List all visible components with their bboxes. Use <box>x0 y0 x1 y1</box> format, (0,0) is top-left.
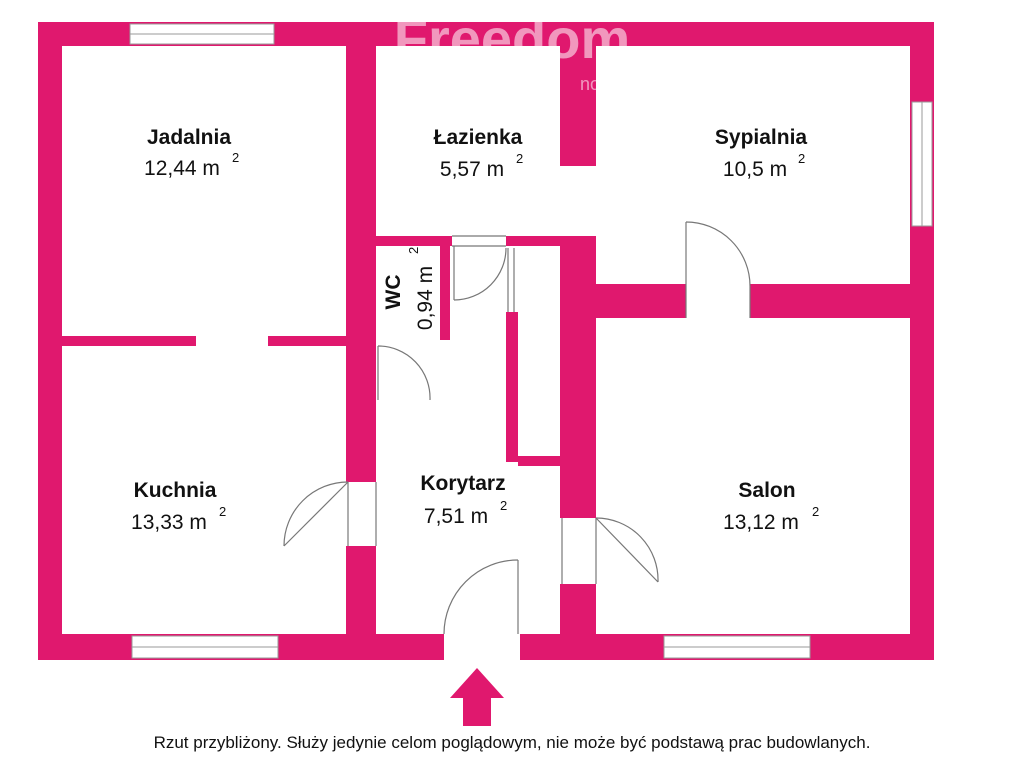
svg-text:2: 2 <box>812 504 819 519</box>
svg-text:Jadalnia: Jadalnia <box>147 126 231 149</box>
doors <box>283 221 751 635</box>
bathroom-door <box>452 235 507 301</box>
svg-text:Korytarz: Korytarz <box>420 472 505 495</box>
svg-text:5,57 m: 5,57 m <box>440 158 504 181</box>
svg-text:Kuchnia: Kuchnia <box>134 479 217 502</box>
salon-door <box>561 517 659 584</box>
room-label-korytarz: Korytarz 7,51 m 2 <box>420 472 507 528</box>
svg-text:WC: WC <box>382 275 405 310</box>
floor-plan: Freedom nom Jadalnia 12,44 m 2 Łazienka … <box>38 7 934 726</box>
svg-text:13,12 m: 13,12 m <box>723 511 799 534</box>
windows <box>129 23 933 659</box>
entrance-gap <box>444 634 520 660</box>
room-label-sypialnia: Sypialnia 10,5 m 2 <box>715 126 808 181</box>
room-label-salon: Salon 13,12 m 2 <box>723 479 819 534</box>
svg-text:Sypialnia: Sypialnia <box>715 126 808 149</box>
room-label-lazienka: Łazienka 5,57 m 2 <box>434 126 524 181</box>
wc-door <box>377 345 431 401</box>
entrance-door <box>443 559 519 635</box>
svg-text:0,94 m: 0,94 m <box>414 266 437 330</box>
svg-text:2: 2 <box>406 247 421 254</box>
svg-text:Freedom: Freedom <box>394 7 631 70</box>
svg-text:2: 2 <box>500 498 507 513</box>
svg-text:2: 2 <box>798 151 805 166</box>
svg-text:2: 2 <box>516 151 523 166</box>
bedroom-door <box>685 221 751 318</box>
svg-text:12,44 m: 12,44 m <box>144 157 220 180</box>
kitchen-door <box>283 481 377 547</box>
entrance-arrow-icon <box>450 668 504 726</box>
svg-text:7,51 m: 7,51 m <box>424 505 488 528</box>
svg-text:13,33 m: 13,33 m <box>131 511 207 534</box>
svg-text:2: 2 <box>219 504 226 519</box>
svg-text:2: 2 <box>232 150 239 165</box>
walls <box>38 22 934 660</box>
svg-text:Salon: Salon <box>738 479 795 502</box>
closet-door <box>507 248 515 312</box>
disclaimer-text: Rzut przybliżony. Służy jedynie celom po… <box>153 733 871 752</box>
watermark: Freedom nom <box>394 7 631 94</box>
svg-text:Łazienka: Łazienka <box>434 126 523 149</box>
room-label-jadalnia: Jadalnia 12,44 m 2 <box>144 126 239 180</box>
room-label-wc: WC 0,94 m 2 <box>382 247 437 330</box>
room-label-kuchnia: Kuchnia 13,33 m 2 <box>131 479 226 534</box>
svg-text:nom: nom <box>580 74 615 94</box>
svg-text:10,5 m: 10,5 m <box>723 158 787 181</box>
